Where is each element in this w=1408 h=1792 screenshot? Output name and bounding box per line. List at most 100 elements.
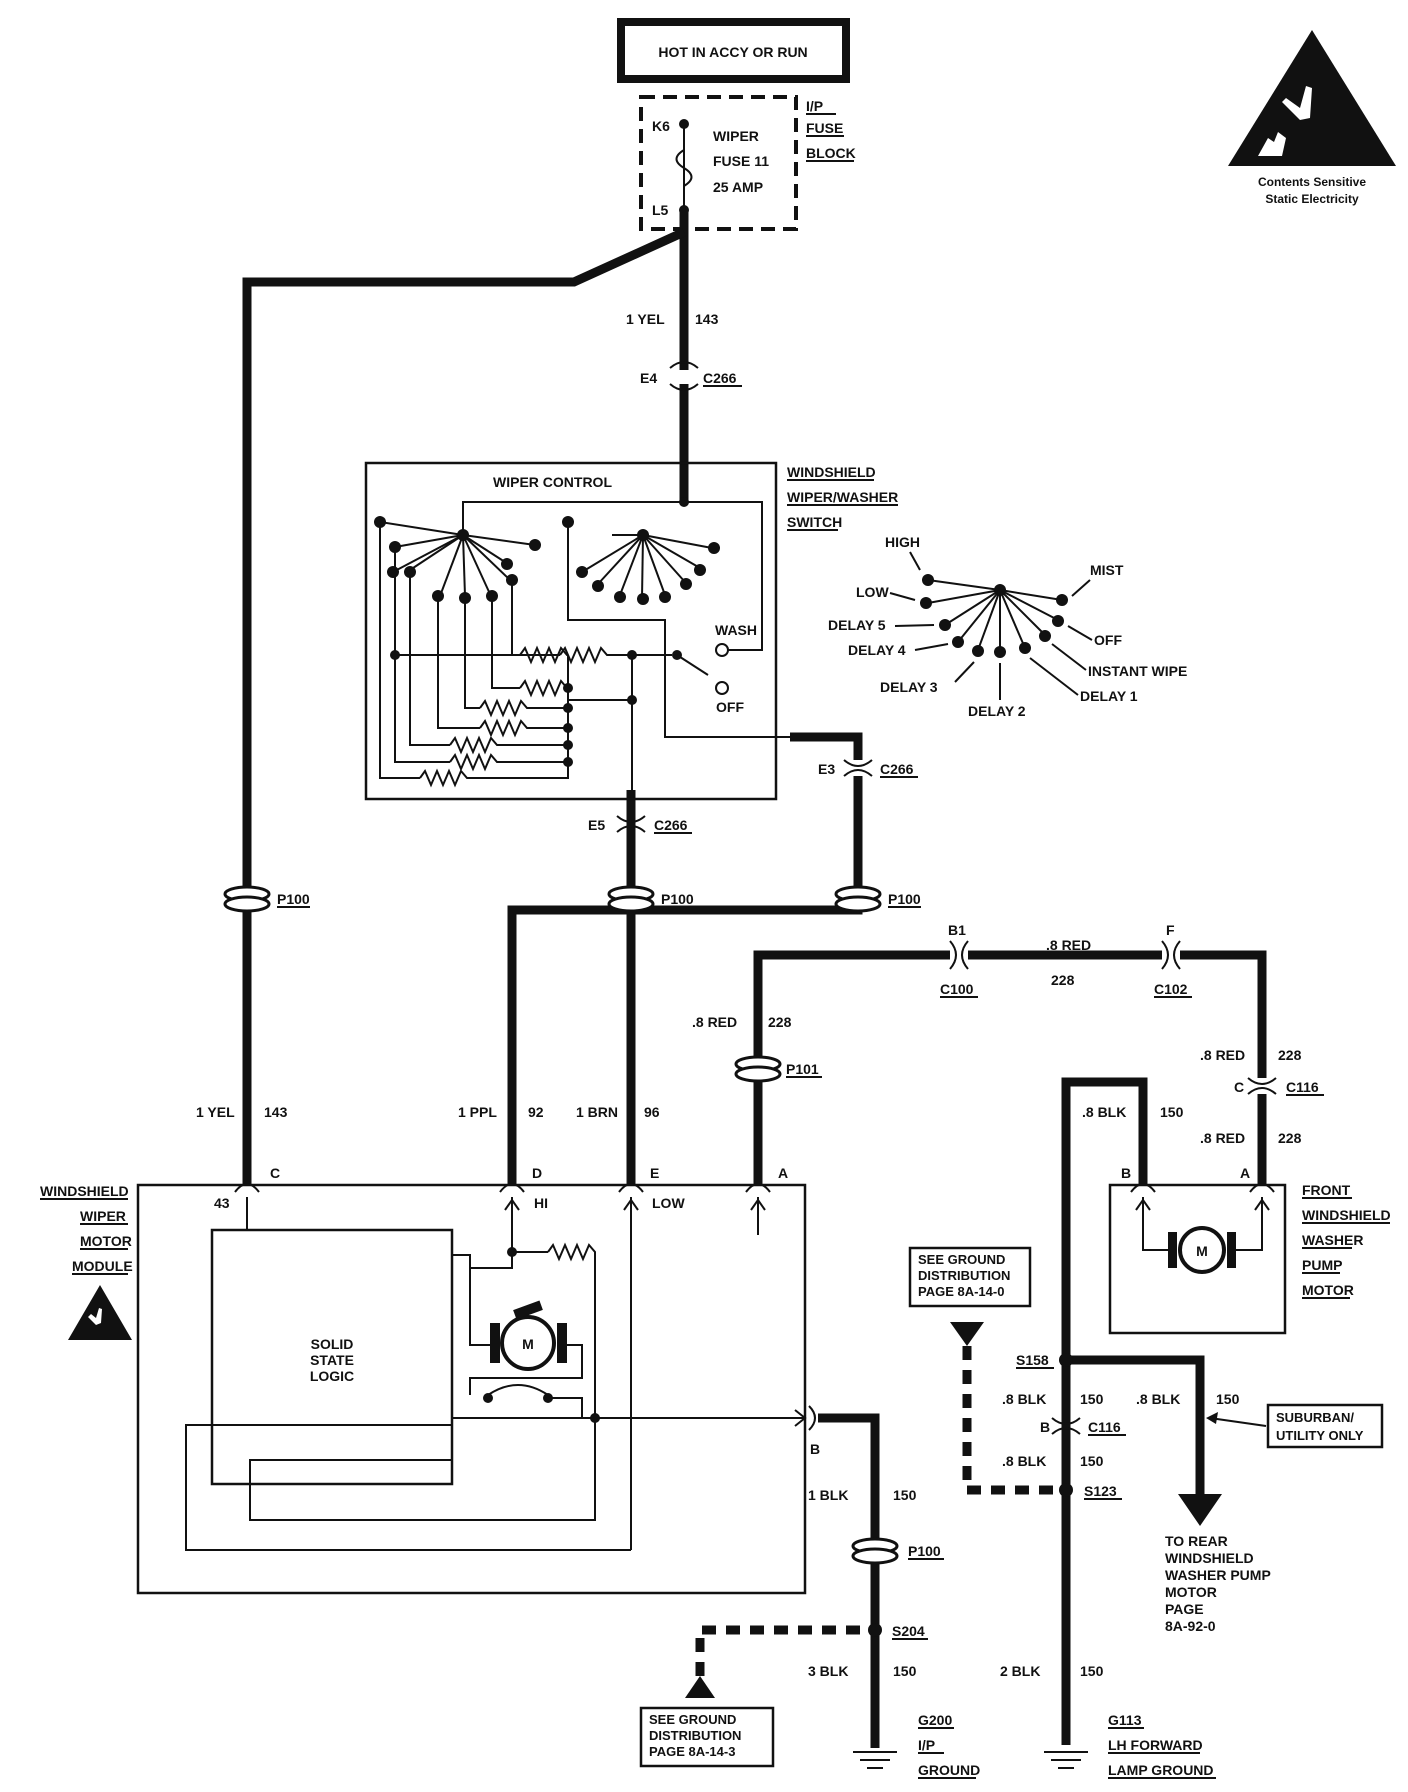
connector-c116-b: B C116 bbox=[1040, 1417, 1126, 1436]
pump-pin-b: B bbox=[1121, 1165, 1131, 1181]
rear-line4: MOTOR bbox=[1165, 1584, 1217, 1600]
pump-motor-label: M bbox=[1196, 1243, 1208, 1259]
c102-name: C102 bbox=[1154, 981, 1188, 997]
g200-name: G200 bbox=[918, 1712, 952, 1728]
blk-c-gauge: .8 BLK bbox=[1002, 1453, 1046, 1469]
pos-high: HIGH bbox=[885, 534, 920, 550]
s158-label: S158 bbox=[1016, 1352, 1049, 1368]
fuse-id: FUSE 11 bbox=[713, 153, 769, 169]
connector-c266-e3: E3 C266 bbox=[818, 759, 918, 778]
switch-label-3: SWITCH bbox=[787, 514, 842, 530]
module-label-1: WINDSHIELD bbox=[40, 1183, 129, 1199]
suburban-line1: SUBURBAN/ bbox=[1276, 1410, 1354, 1425]
pos-delay3: DELAY 3 bbox=[880, 679, 938, 695]
fuse-block-label-ip: I/P bbox=[806, 98, 823, 114]
c116-c-pin: C bbox=[1234, 1079, 1244, 1095]
c100-name: C100 bbox=[940, 981, 974, 997]
red-right-circuit: 228 bbox=[1278, 1047, 1302, 1063]
module-label-4: MODULE bbox=[72, 1258, 133, 1274]
red-mid-circuit: 228 bbox=[1051, 972, 1075, 988]
p100-label-right: P100 bbox=[888, 891, 921, 907]
module-terminal-low: LOW bbox=[652, 1195, 685, 1211]
wire-c-circuit: 143 bbox=[264, 1104, 288, 1120]
connector-c102: F C102 bbox=[1154, 922, 1192, 998]
s204-label: S204 bbox=[892, 1623, 925, 1639]
pump-label-1: FRONT bbox=[1302, 1182, 1351, 1198]
ground-ref1-line1: SEE GROUND bbox=[918, 1252, 1005, 1267]
switch-resistor-ladder: WASH OFF bbox=[379, 522, 790, 799]
red-left-circuit: 228 bbox=[768, 1014, 792, 1030]
c116-c-name: C116 bbox=[1286, 1079, 1319, 1095]
p100-connector-mid: P100 bbox=[607, 885, 694, 913]
pos-delay4: DELAY 4 bbox=[848, 642, 906, 658]
blk-c-circuit: 150 bbox=[1080, 1453, 1104, 1469]
module-pin-d: D bbox=[532, 1165, 542, 1181]
wire-c-gauge: 1 YEL bbox=[196, 1104, 235, 1120]
fuse-name: WIPER bbox=[713, 128, 759, 144]
g200-wire-gauge: 3 BLK bbox=[808, 1663, 848, 1679]
p100-connector-left: P100 bbox=[223, 885, 310, 913]
c116-b-pin: B bbox=[1040, 1419, 1050, 1435]
module-label-3: MOTOR bbox=[80, 1233, 132, 1249]
rear-pump-arrow bbox=[1178, 1494, 1222, 1526]
ground-ref2-line3: PAGE 8A-14-3 bbox=[649, 1744, 735, 1759]
p100-label-mid: P100 bbox=[661, 891, 694, 907]
pump-label-2: WINDSHIELD bbox=[1302, 1207, 1391, 1223]
p100-label-bottom: P100 bbox=[908, 1543, 941, 1559]
connector-c266-e5: E5 C266 bbox=[588, 815, 692, 834]
blk-a-circuit: 150 bbox=[1080, 1391, 1104, 1407]
pump-label-5: MOTOR bbox=[1302, 1282, 1354, 1298]
g113-wire-gauge: 2 BLK bbox=[1000, 1663, 1040, 1679]
wiper-motor-module: C D E A 43 HI LOW SOLID STATE LOGIC M bbox=[40, 1165, 820, 1595]
splice-s123: S123 bbox=[1059, 1483, 1122, 1500]
c100-pin: B1 bbox=[948, 922, 966, 938]
switch-off-label: OFF bbox=[716, 699, 744, 715]
p101-label: P101 bbox=[786, 1061, 819, 1077]
esd-warning-icon: Contents Sensitive Static Electricity bbox=[1228, 30, 1396, 206]
p100-label-left: P100 bbox=[277, 891, 310, 907]
wire-e-gauge: 1 BRN bbox=[576, 1104, 618, 1120]
red-left-gauge: .8 RED bbox=[692, 1014, 737, 1030]
c266-e3-name: C266 bbox=[880, 761, 914, 777]
power-source-box: HOT IN ACCY OR RUN bbox=[617, 18, 850, 83]
g113-name: G113 bbox=[1108, 1712, 1142, 1728]
fuse-block: K6 L5 WIPER FUSE 11 25 AMP I/P FUSE BLOC… bbox=[639, 95, 856, 231]
rear-line3: WASHER PUMP bbox=[1165, 1567, 1271, 1583]
module-motor-label: M bbox=[522, 1336, 534, 1352]
module-pin-b: B bbox=[810, 1441, 820, 1457]
suburban-note: SUBURBAN/ UTILITY ONLY bbox=[1206, 1403, 1384, 1449]
module-label-2: WIPER bbox=[80, 1208, 126, 1224]
c266-e4-pin: E4 bbox=[640, 370, 657, 386]
blk-a-gauge: .8 BLK bbox=[1002, 1391, 1046, 1407]
logic-label-1: SOLID bbox=[311, 1336, 354, 1352]
switch-wash-label: WASH bbox=[715, 622, 757, 638]
fuse-rating: 25 AMP bbox=[713, 179, 763, 195]
g113-wire-circuit: 150 bbox=[1080, 1663, 1104, 1679]
connector-c100: B1 C100 bbox=[940, 922, 978, 998]
splice-s158: S158 bbox=[1016, 1352, 1073, 1369]
ground-ref-box-2: SEE GROUND DISTRIBUTION PAGE 8A-14-3 bbox=[639, 1625, 875, 1768]
pump-label-3: WASHER bbox=[1302, 1232, 1363, 1248]
g113-line2: LH FORWARD bbox=[1108, 1737, 1203, 1753]
suburban-line2: UTILITY ONLY bbox=[1276, 1428, 1364, 1443]
rear-line1: TO REAR bbox=[1165, 1533, 1228, 1549]
washer-pump-motor: B A M FRONT WINDSHIELD WASHER PUMP MOTOR bbox=[1108, 1165, 1391, 1335]
wire-e-circuit: 96 bbox=[644, 1104, 660, 1120]
ground-ref2-line1: SEE GROUND bbox=[649, 1712, 736, 1727]
rear-line5: PAGE bbox=[1165, 1601, 1204, 1617]
pump-pin-a: A bbox=[1240, 1165, 1250, 1181]
p100-connector-bottom: P100 bbox=[851, 1537, 944, 1565]
logic-label-2: STATE bbox=[310, 1352, 354, 1368]
module-terminal-hi: HI bbox=[534, 1195, 548, 1211]
red-mid-gauge: .8 RED bbox=[1046, 937, 1091, 953]
pos-off: OFF bbox=[1094, 632, 1122, 648]
pos-low: LOW bbox=[856, 584, 889, 600]
switch-left-fan bbox=[374, 516, 541, 604]
connector-c266-e4: E4 C266 bbox=[640, 361, 742, 391]
connector-c116-c: C C116 bbox=[1234, 1077, 1324, 1096]
blk-b-circuit: 150 bbox=[1216, 1391, 1240, 1407]
wire-d-circuit: 92 bbox=[528, 1104, 544, 1120]
ground-ref2-line2: DISTRIBUTION bbox=[649, 1728, 741, 1743]
ground-g113: G113 LH FORWARD LAMP GROUND bbox=[1044, 1712, 1216, 1779]
module-esd-icon bbox=[68, 1285, 132, 1340]
